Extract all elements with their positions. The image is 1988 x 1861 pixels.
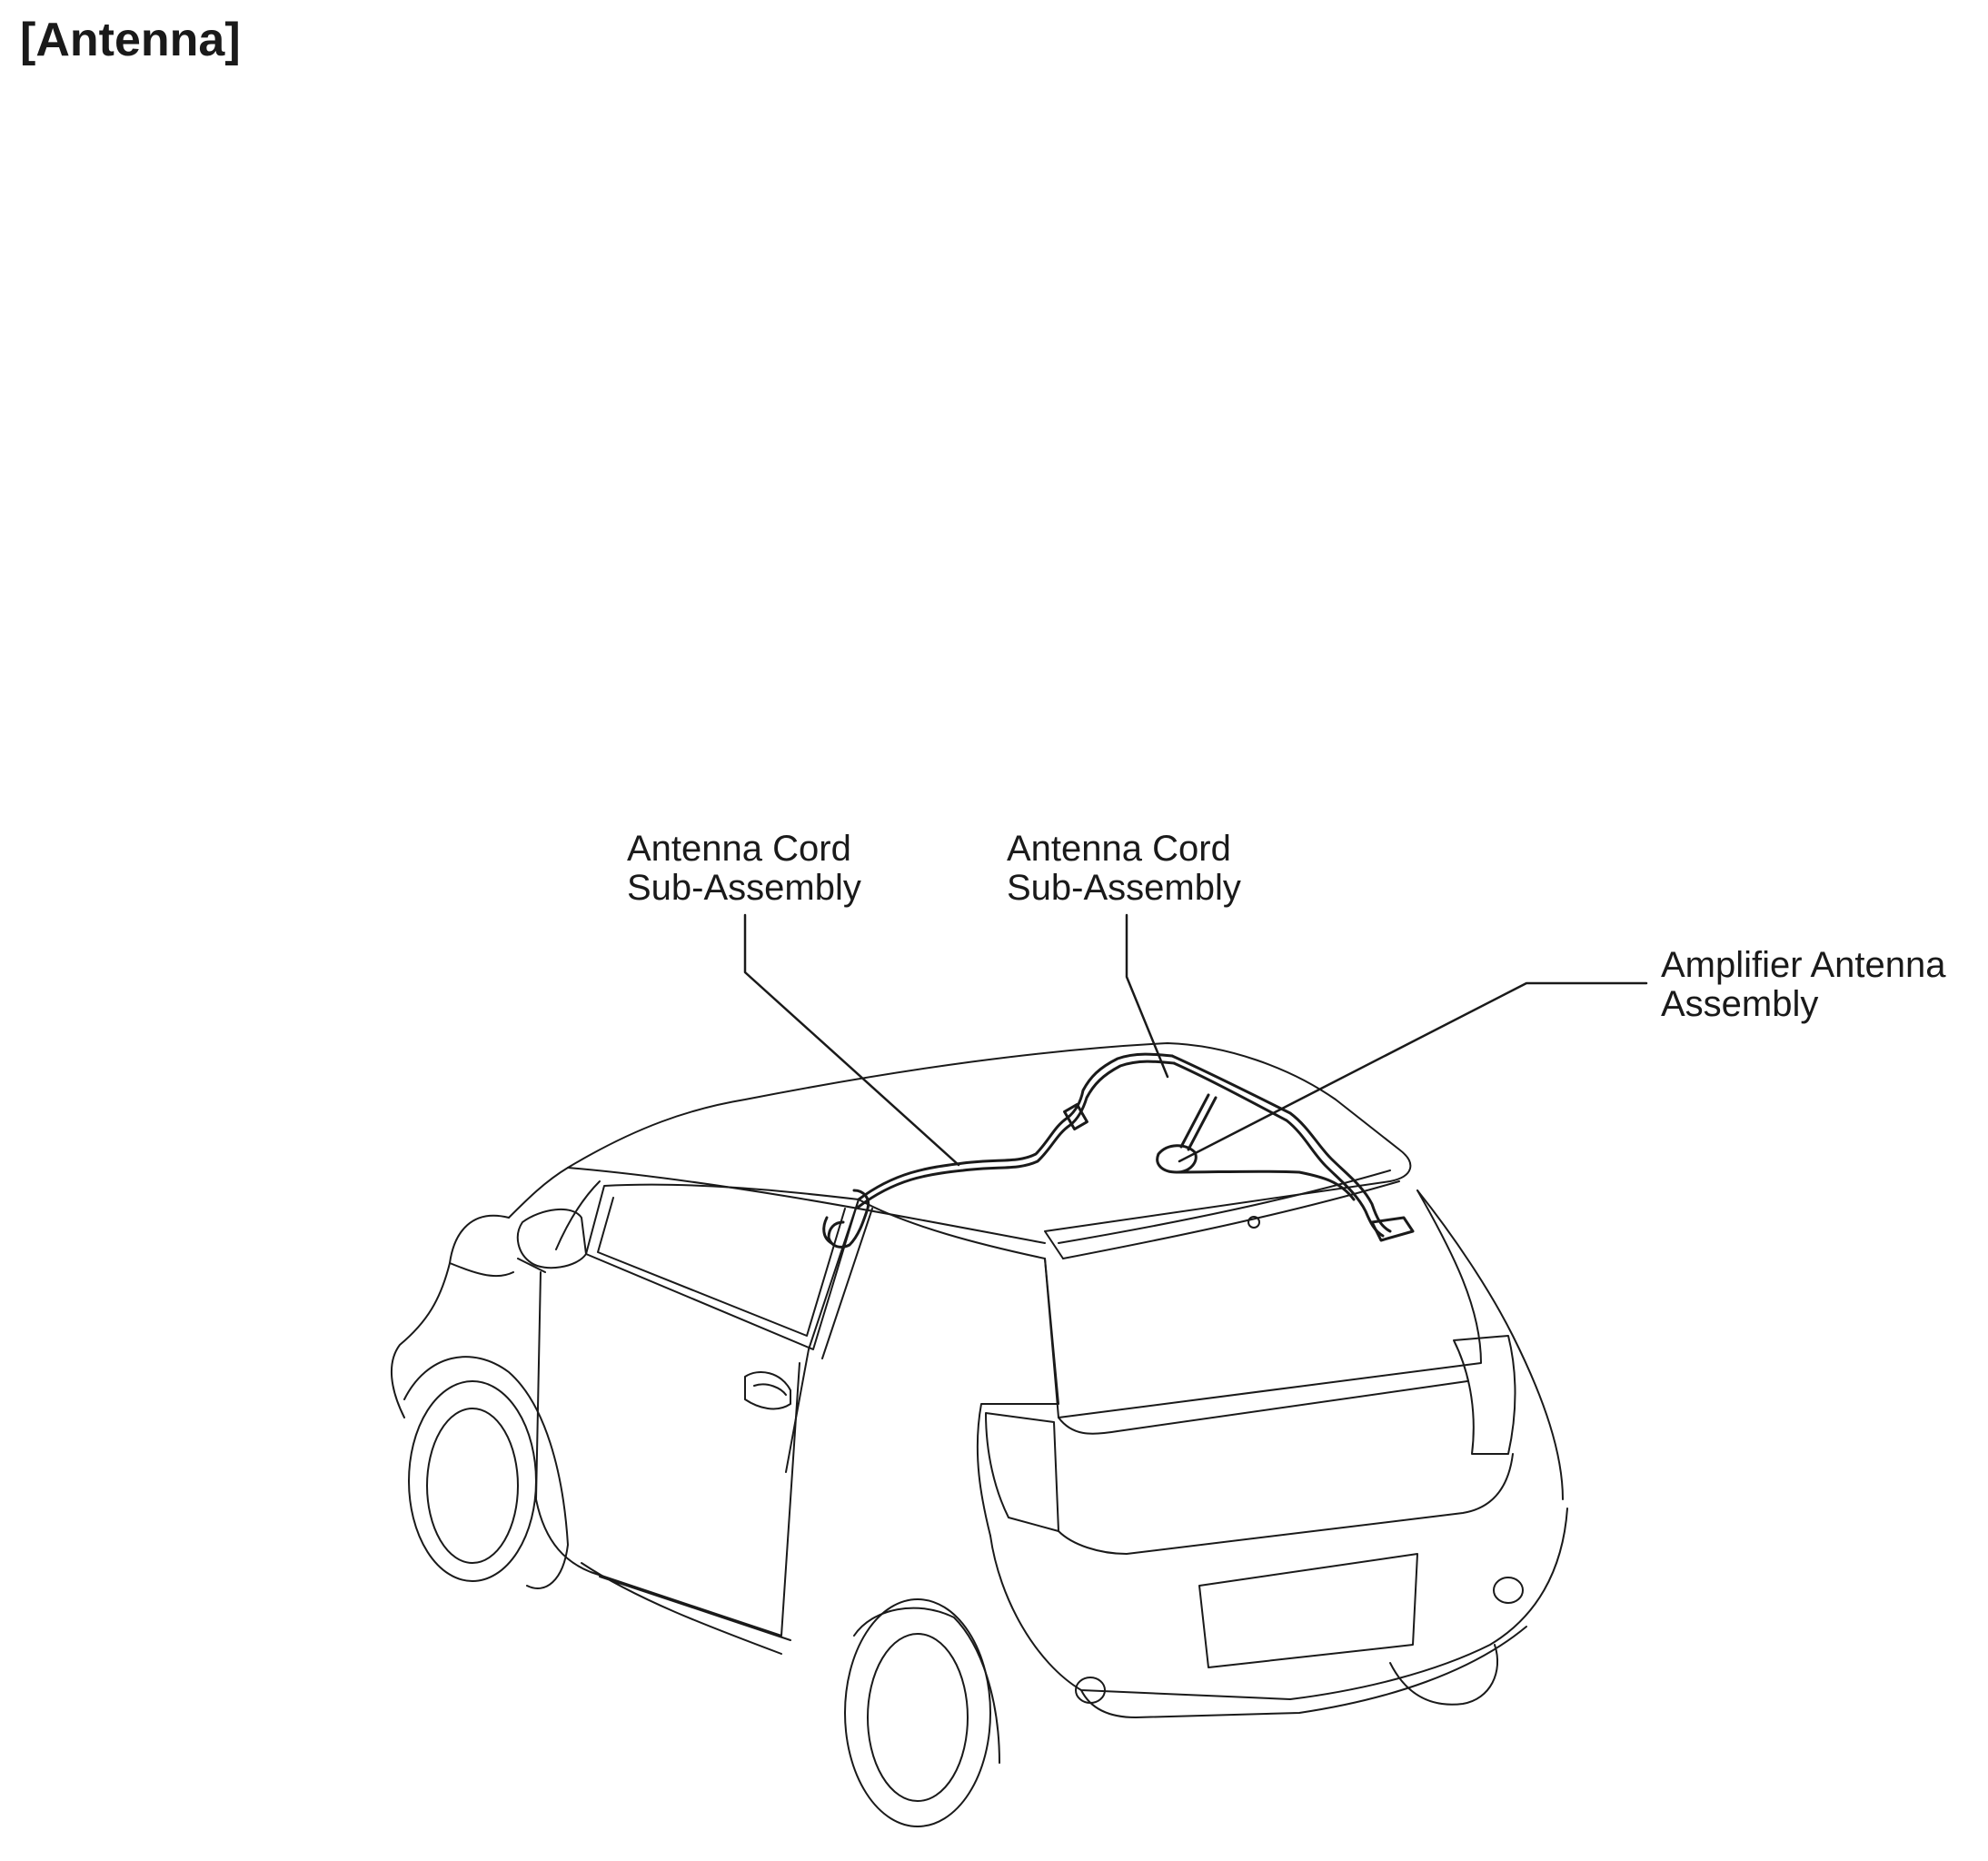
antenna-base	[1156, 1144, 1198, 1174]
front-wheel-arch	[403, 1356, 569, 1589]
rear-wheel	[844, 1598, 991, 1827]
tail-light-left	[985, 1412, 1059, 1532]
cord-connector	[1063, 1102, 1088, 1131]
rear-spoiler	[1058, 1169, 1400, 1259]
leader-line-cord-right	[1125, 913, 1169, 1079]
antenna-wiring	[822, 1052, 1415, 1249]
leader-lines	[743, 913, 1648, 1167]
b-pillar	[785, 1199, 873, 1473]
callout-amplifier-antenna: Amplifier Antenna Assembly	[1661, 946, 1946, 1024]
rear-hatch-lower	[1058, 1453, 1514, 1555]
rear-bumper	[989, 1508, 1568, 1700]
hatch-edge	[1058, 1380, 1468, 1435]
antenna-cord-left	[857, 1052, 1174, 1201]
callout-antenna-cord-right: Antenna Cord Sub-Assembly	[1007, 830, 1241, 908]
antenna-cord-left-inner	[857, 1060, 1176, 1209]
front-body	[390, 1214, 510, 1418]
antenna-rod	[1179, 1093, 1218, 1151]
bumper-lower	[1080, 1626, 1527, 1718]
side-mirror	[516, 1208, 587, 1269]
right-rear-wheel	[1389, 1644, 1499, 1706]
front-pillar	[508, 1167, 601, 1250]
door-outline	[535, 1271, 800, 1637]
rear-wheel-rim	[867, 1633, 969, 1802]
reflector-left	[1075, 1677, 1106, 1704]
leader-line-cord-left	[743, 913, 960, 1167]
antenna-cord-right	[1170, 1054, 1392, 1233]
front-wheel-rim	[426, 1408, 519, 1564]
rear-right-side	[1416, 1189, 1564, 1500]
callout-antenna-cord-left: Antenna Cord Sub-Assembly	[627, 830, 861, 908]
reflector-right	[1493, 1577, 1524, 1604]
rear-wheel-arch	[853, 1607, 1000, 1764]
callout-line-1: Antenna Cord	[627, 829, 851, 869]
pillar-clip	[827, 1189, 870, 1249]
door-handle	[744, 1371, 791, 1410]
car-illustration	[390, 1042, 1568, 1827]
rocker-panel	[581, 1562, 791, 1655]
front-wheel	[408, 1380, 537, 1582]
mirror-stem	[517, 1258, 546, 1273]
antenna-cord-right-inner	[1172, 1061, 1385, 1238]
callout-line-2: Assembly	[1661, 984, 1819, 1024]
callout-line-1: Amplifier Antenna	[1661, 945, 1946, 985]
tail-light-right	[1453, 1335, 1516, 1455]
rear-window	[1044, 1189, 1482, 1418]
callout-line-2: Sub-Assembly	[1007, 868, 1241, 908]
roof-side-edge	[567, 1167, 1046, 1244]
front-fender	[449, 1262, 514, 1278]
roof-outline	[567, 1042, 1412, 1259]
pillar-clip-lower	[822, 1216, 833, 1245]
license-plate-recess	[1198, 1553, 1418, 1668]
leader-line-amplifier	[1178, 981, 1648, 1163]
rear-spoiler-light	[1247, 1216, 1260, 1229]
rear-quarter	[858, 1199, 1059, 1537]
rear-connector	[1370, 1216, 1415, 1242]
callout-line-1: Antenna Cord	[1007, 829, 1231, 869]
antenna-link-cord	[1175, 1169, 1356, 1201]
side-window-inner	[597, 1197, 846, 1337]
page-title: [Antenna]	[20, 14, 241, 66]
callout-line-2: Sub-Assembly	[627, 868, 861, 908]
